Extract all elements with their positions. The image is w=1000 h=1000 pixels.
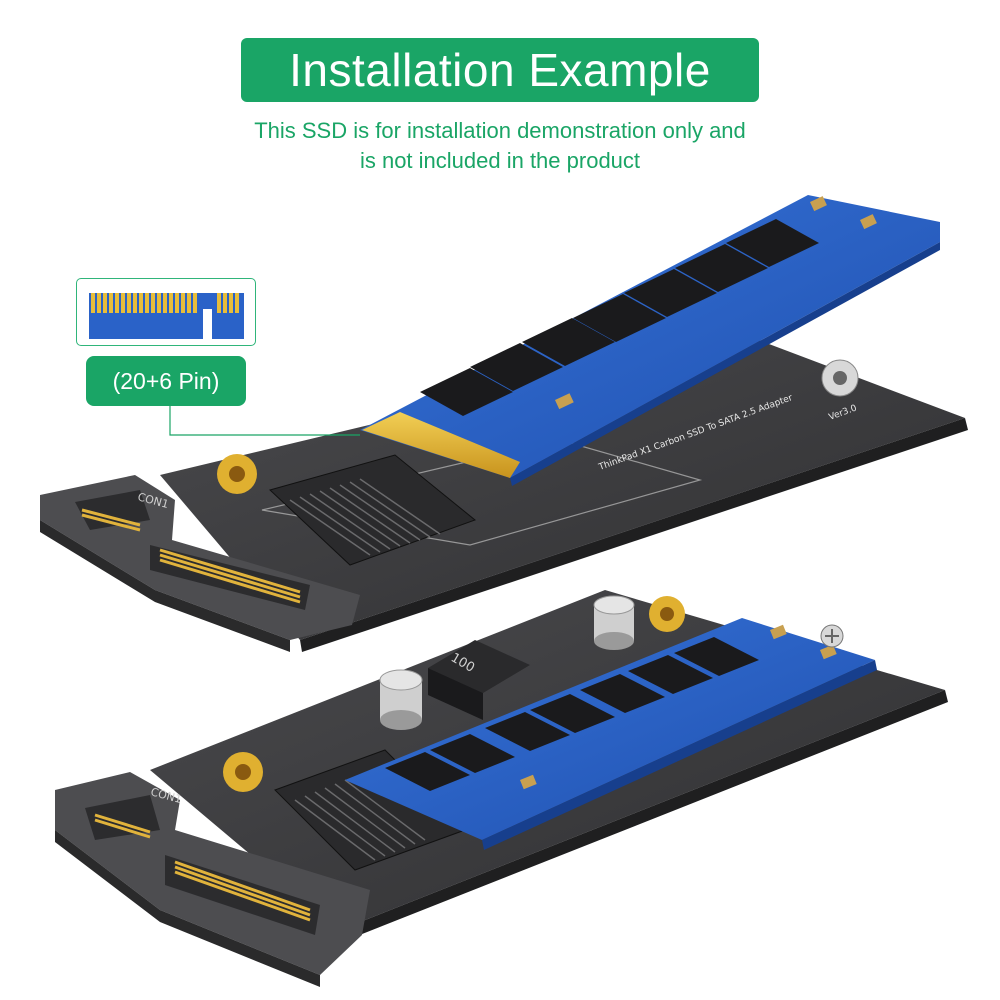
- bottom-capacitor-2: [593, 595, 635, 650]
- top-adapter: CON1 ThinkPad X1 Carbon SSD To SATA 2.5 …: [40, 195, 968, 652]
- pin-count-badge: (20+6 Pin): [86, 356, 246, 406]
- pin-closeup-box: [76, 278, 256, 346]
- subtitle: This SSD is for installation demonstrati…: [150, 116, 850, 176]
- subtitle-line-1: This SSD is for installation demonstrati…: [254, 118, 746, 143]
- bottom-adapter: CON1 100: [55, 590, 948, 987]
- subtitle-line-2: is not included in the product: [359, 148, 641, 173]
- bottom-ssd: [345, 618, 877, 850]
- page-title: Installation Example: [289, 44, 711, 96]
- top-sata-connector: [40, 475, 360, 652]
- top-ssd-gold-fingers: [362, 412, 520, 478]
- title-banner: Installation Example: [241, 38, 759, 102]
- bottom-capacitor-1: [379, 669, 423, 730]
- top-ssd: [360, 195, 940, 486]
- bottom-sata-connector: [55, 772, 370, 987]
- callout-line: [169, 406, 360, 436]
- m2-gold-finger-closeup: [89, 293, 244, 339]
- top-pcb-board: [160, 335, 965, 640]
- bottom-m2-slot: [274, 749, 466, 871]
- bottom-inductor: 100: [428, 640, 530, 720]
- top-m2-slot: [269, 454, 477, 566]
- pin-count-label: (20+6 Pin): [112, 367, 220, 394]
